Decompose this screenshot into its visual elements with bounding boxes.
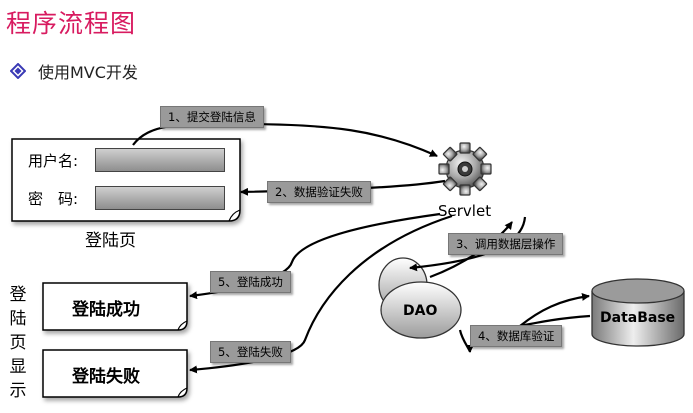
connector-db-verify [519,314,591,328]
step-1-label: 1、提交登陆信息 [160,106,264,128]
dao-label: DAO [403,303,438,319]
password-input[interactable] [95,186,225,210]
subtitle-text: 使用MVC开发 [38,63,138,82]
step-4-label: 4、数据库验证 [470,325,563,347]
vertical-text: 登陆页显示 [8,283,28,403]
vertical-char: 页 [9,333,27,353]
gear-icon [438,142,492,196]
login-success-text: 登陆成功 [72,300,140,320]
database-label: DataBase [600,310,676,326]
dao-node [378,257,462,339]
page-title: 程序流程图 [6,9,137,38]
step-5-failure-label: 5、登陆失败 [210,341,291,363]
database-cylinder-icon [591,278,685,347]
step-3-label: 3、调用数据层操作 [448,233,564,255]
username-label: 用户名: [28,152,79,170]
login-failure-text: 登陆失败 [72,367,140,387]
step-2-label: 2、数据验证失败 [267,181,371,203]
login-page-caption: 登陆页 [85,231,136,251]
connector-db-return [458,329,474,353]
diamond-bullet-icon [10,63,26,79]
subtitle-row: 使用MVC开发 [10,61,138,82]
password-label: 密 码: [28,190,79,208]
vertical-char: 示 [9,381,27,401]
servlet-label: Servlet [438,202,492,220]
vertical-char: 陆 [9,309,27,329]
step-5-success-label: 5、登陆成功 [210,271,291,293]
vertical-char: 登 [9,285,27,305]
vertical-char: 显 [9,357,27,377]
login-page-display-label: 登陆页显示 [8,283,28,403]
username-input[interactable] [95,148,225,172]
